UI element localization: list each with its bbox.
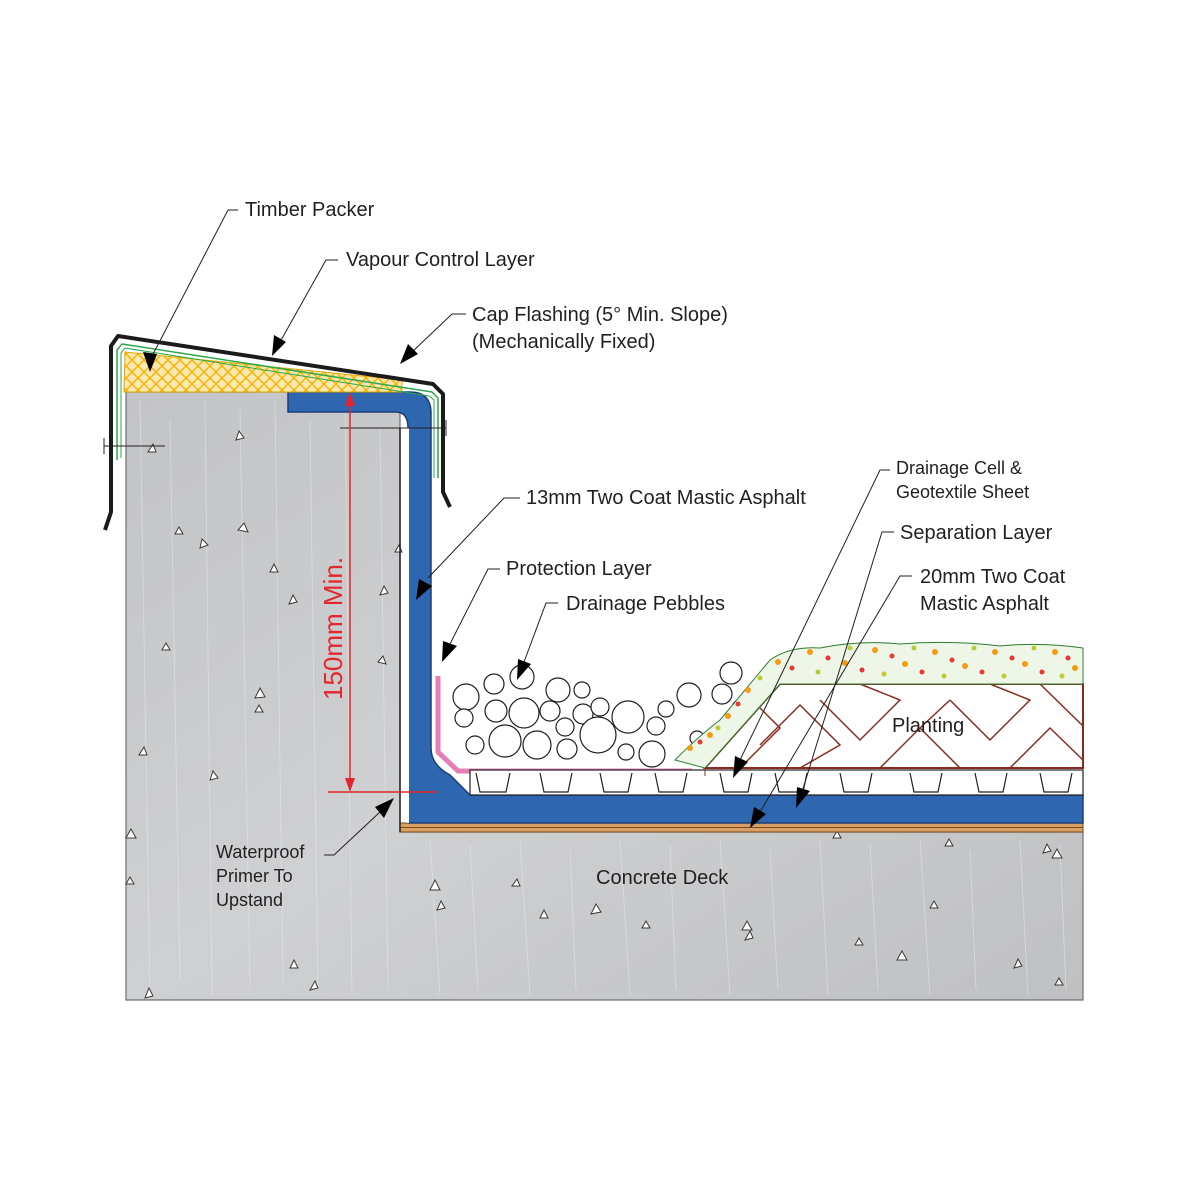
fixing-lines	[103, 420, 447, 454]
label-concrete-deck: Concrete Deck	[596, 867, 729, 889]
label-mastic-asphalt: Mastic Asphalt	[920, 593, 1049, 615]
concrete-streaks	[139, 399, 1067, 996]
leader-lines	[143, 209, 912, 856]
mastic-asphalt-layer	[287, 391, 1084, 824]
planting-vegetation	[674, 641, 1084, 769]
label-geotextile-sheet: Geotextile Sheet	[896, 482, 1029, 502]
label-vapour-control-layer: Vapour Control Layer	[346, 249, 535, 271]
label-separation-layer: Separation Layer	[900, 522, 1053, 544]
label-drainage-pebbles: Drainage Pebbles	[566, 593, 725, 615]
separation-layer	[399, 822, 1084, 833]
label-upstand: Upstand	[216, 890, 283, 910]
label-mastic-13mm: 13mm Two Coat Mastic Asphalt	[526, 487, 806, 509]
vapour-control-layer	[116, 343, 439, 478]
label-mastic-20mm: 20mm Two Coat	[920, 566, 1066, 588]
label-timber-packer: Timber Packer	[245, 199, 375, 221]
label-cap-flashing: Cap Flashing (5° Min. Slope)	[472, 304, 728, 326]
aggregate-triangles	[125, 429, 1064, 999]
label-cap-flashing-fixing: (Mechanically Fixed)	[472, 331, 655, 353]
label-protection-layer: Protection Layer	[506, 558, 652, 580]
label-waterproof: Waterproof	[216, 842, 305, 862]
drainage-cell	[469, 769, 1084, 796]
cap-flashing	[103, 334, 452, 531]
dimension-marker: 150mm Min.	[318, 392, 438, 793]
callout-labels: Timber Packer Vapour Control Layer Cap F…	[216, 199, 1066, 910]
label-primer-to: Primer To	[216, 866, 293, 886]
dimension-label: 150mm Min.	[318, 557, 348, 700]
label-drainage-cell: Drainage Cell &	[896, 458, 1022, 478]
label-planting: Planting	[892, 715, 964, 737]
